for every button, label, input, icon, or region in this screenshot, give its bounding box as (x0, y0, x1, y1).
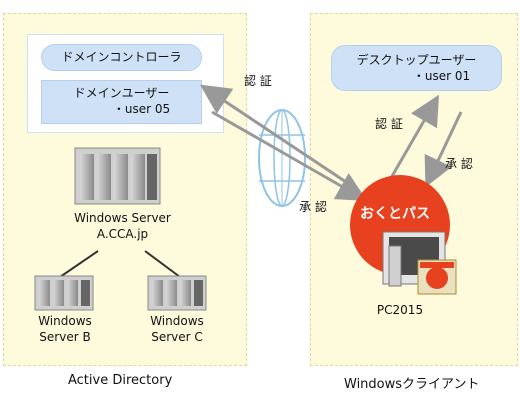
domain-controller-label: ドメインコントローラ (61, 50, 182, 64)
software-box-icon (417, 259, 457, 295)
approve-label-mid: 承 認 (299, 200, 327, 214)
main-server-name: Windows Server (74, 211, 171, 225)
approve-arrow-to-client (211, 110, 368, 201)
auth-label-top: 認 証 (244, 74, 272, 88)
approve-label-right: 承 認 (445, 157, 473, 171)
pc-name-label: PC2015 (376, 303, 424, 317)
server-b-name: Windows (38, 314, 92, 328)
approve-arrow-to-pc (424, 111, 463, 188)
desktop-user-label: デスクトップユーザー (356, 53, 477, 67)
domain-user-label: ドメインユーザー (73, 86, 170, 100)
server-rack-icon (74, 147, 161, 205)
server-c-name: Windows (150, 314, 204, 328)
domain-user-box: ドメインユーザー ・user 05 (41, 80, 202, 124)
server-b-caption: Windows Server B (20, 313, 110, 345)
okuto-pass-label: おくとパス (360, 206, 430, 222)
windows-client-label: Windowsクライアント (344, 377, 480, 392)
desktop-user-box: デスクトップユーザー ・user 01 (331, 45, 502, 91)
server-c-id: Server C (151, 330, 203, 344)
main-server-domain: A.CCA.jp (96, 227, 149, 241)
client-pc-icon (350, 175, 457, 295)
active-directory-label: Active Directory (68, 373, 173, 388)
auth-arrow-to-domain (200, 84, 356, 190)
auth-arrow-to-desktop (385, 94, 439, 186)
domain-user-name: ・user 05 (112, 102, 171, 116)
auth-label-right: 認 証 (375, 117, 403, 131)
domain-controller-box: ドメインコントローラ (41, 44, 202, 71)
desktop-user-name: ・user 01 (412, 69, 471, 83)
server-rack-icon (147, 275, 207, 311)
main-server-caption: Windows Server A.CCA.jp (55, 210, 190, 242)
network-globe-icon (258, 109, 306, 207)
server-rack-icon (34, 275, 94, 311)
server-c-caption: Windows Server C (132, 313, 222, 345)
server-b-id: Server B (39, 330, 91, 344)
